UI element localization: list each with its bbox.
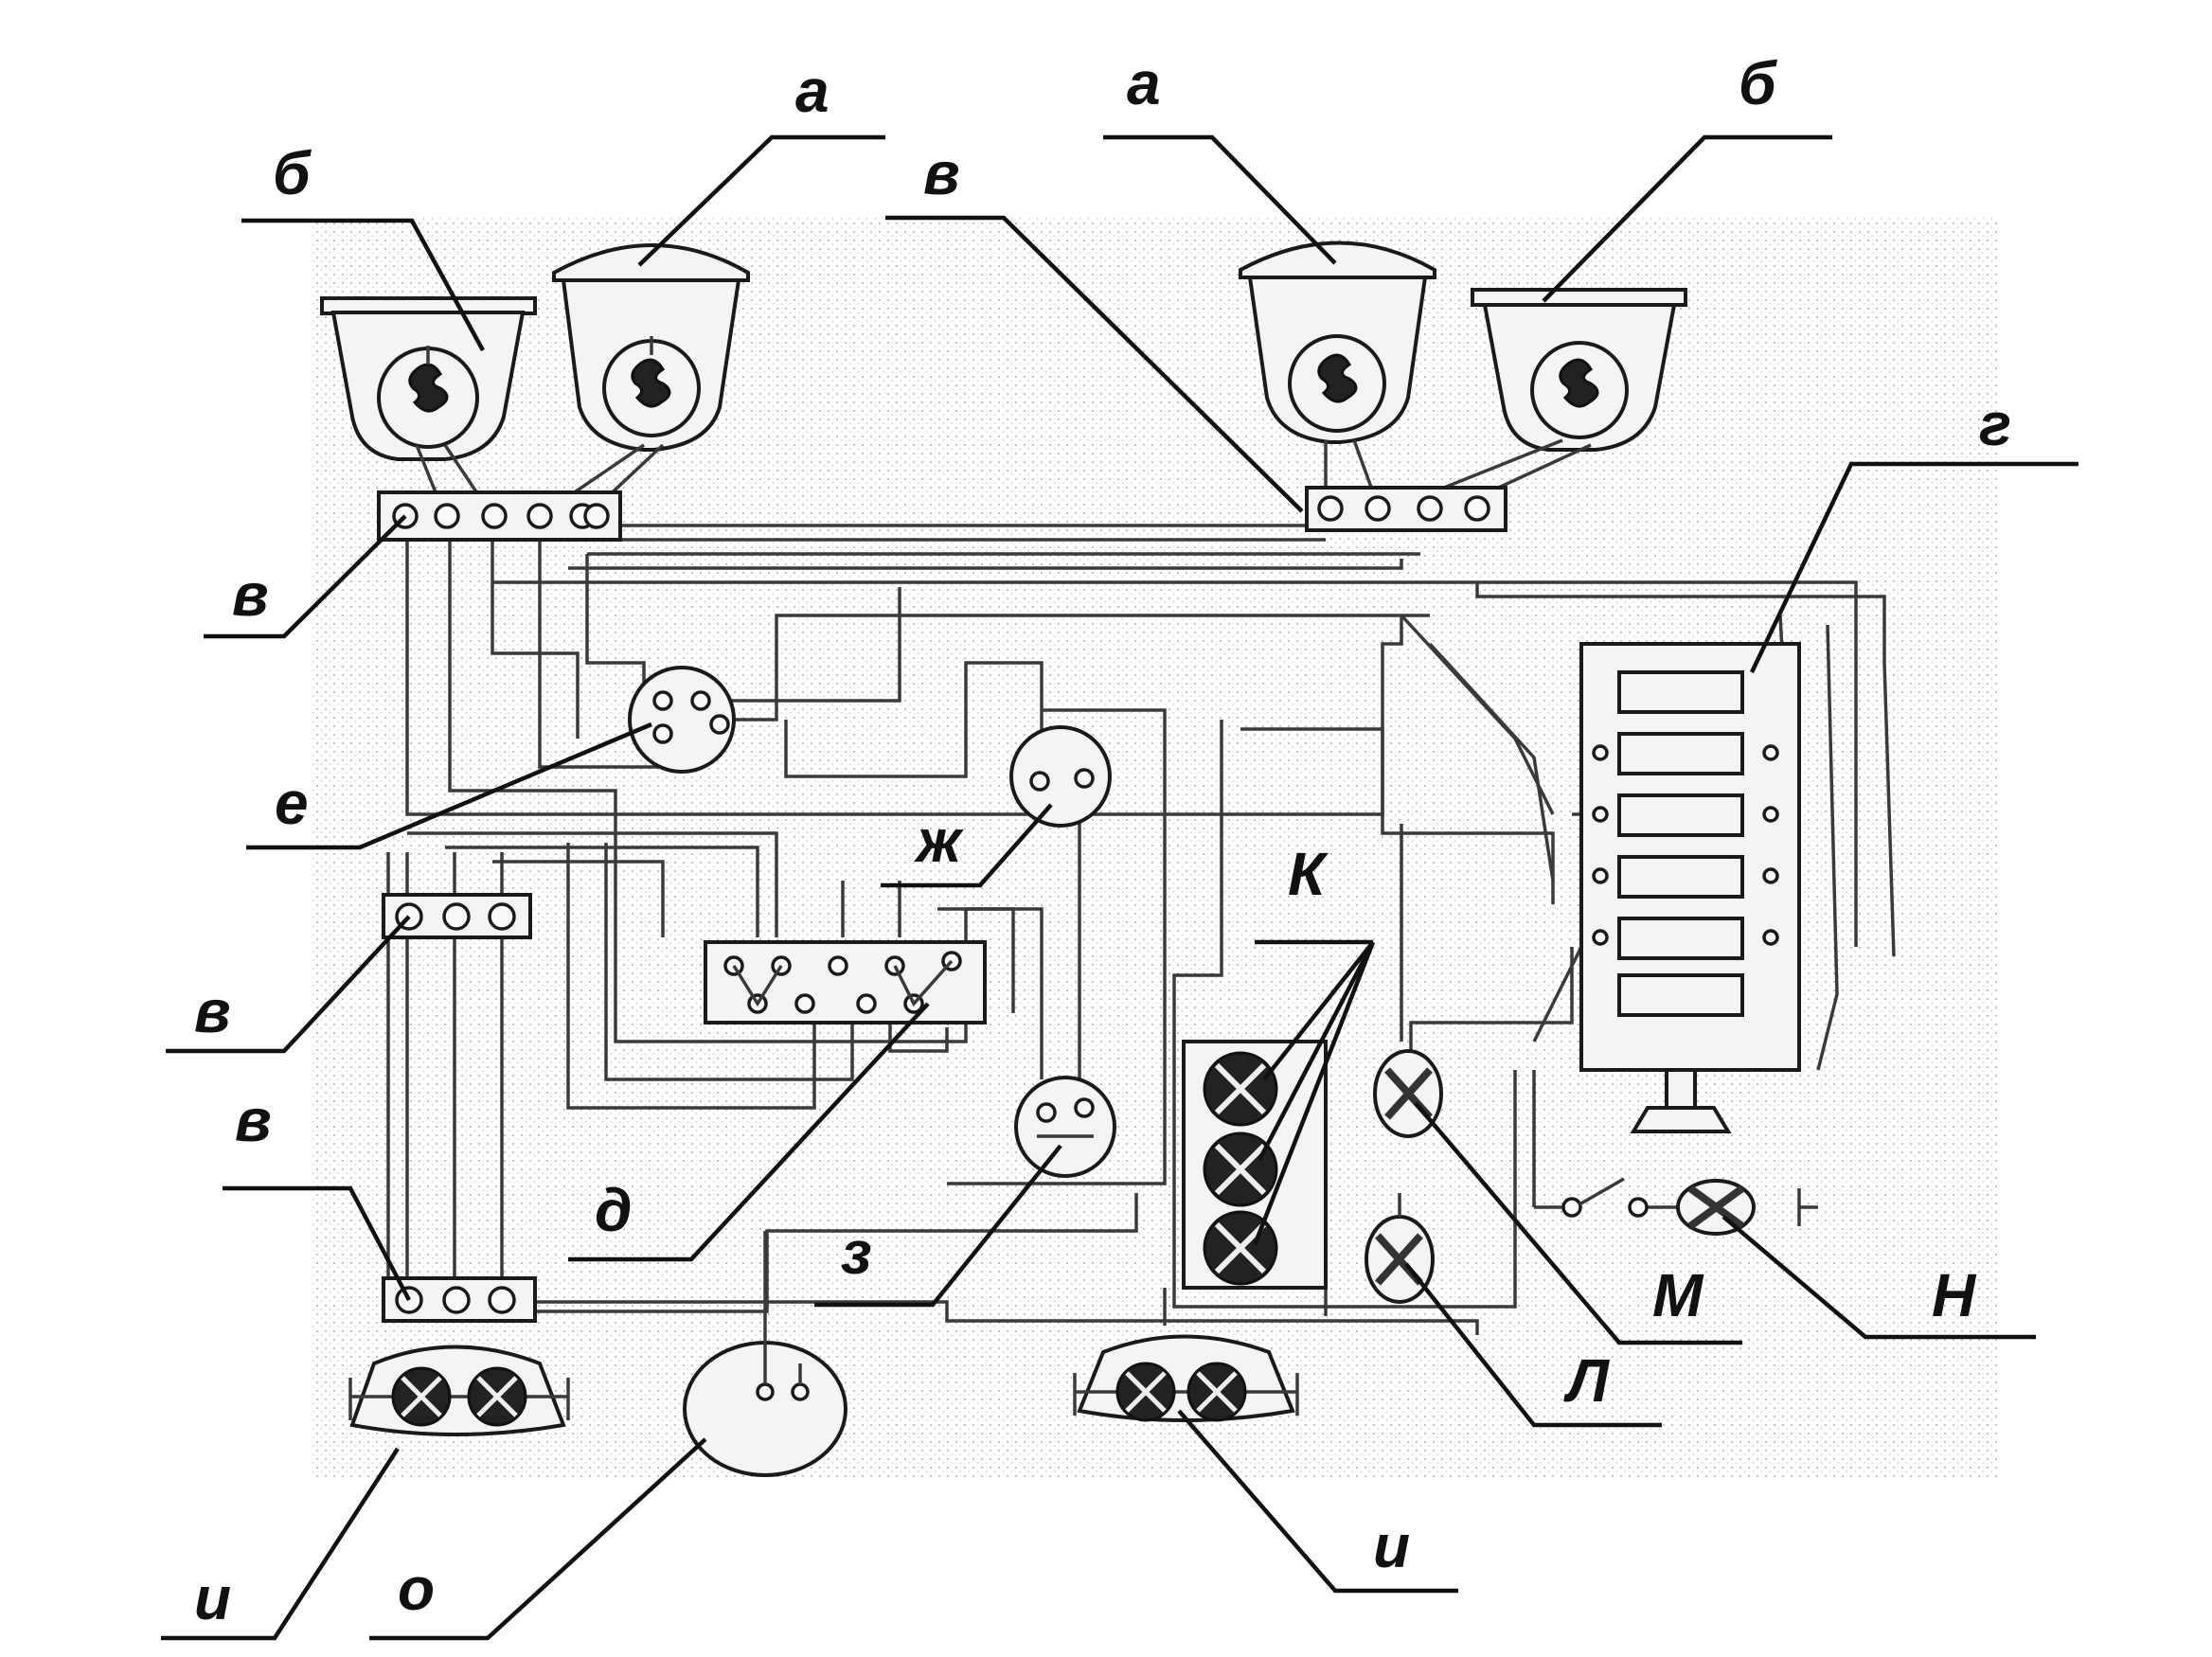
unit-o xyxy=(683,1231,847,1477)
label-l: Л xyxy=(1563,1346,1611,1415)
label-i-right: и xyxy=(1373,1512,1410,1580)
headlamp-b-right xyxy=(1471,288,1687,452)
label-i-left: и xyxy=(194,1564,231,1632)
label-z: з xyxy=(841,1219,872,1287)
label-a-right: а xyxy=(1127,49,1161,117)
label-o: о xyxy=(398,1555,435,1623)
terminal-block-upper-left xyxy=(377,490,622,542)
label-b-left: б xyxy=(273,139,312,207)
label-zh: ж xyxy=(914,807,964,875)
labels: б а а б в в г е ж К в в д з М Н Л и о и xyxy=(194,49,2011,1632)
terminal-block-lower-left xyxy=(382,1276,537,1323)
headlamp-a-right xyxy=(1239,241,1436,444)
switch-zh xyxy=(1009,725,1112,828)
terminal-block-mid-left xyxy=(382,893,532,939)
switch-z xyxy=(1014,1076,1116,1178)
label-g: г xyxy=(1979,390,2011,458)
label-v-lower-left: в xyxy=(235,1086,272,1154)
terminal-block-top-right xyxy=(1305,486,1507,532)
label-k: К xyxy=(1288,840,1329,908)
label-v-mid-left: в xyxy=(194,977,231,1045)
label-v-top-right: в xyxy=(923,139,960,207)
label-n: Н xyxy=(1932,1261,1977,1329)
switch-and-lamp-n xyxy=(1561,1177,1801,1236)
lamp-l xyxy=(1365,1193,1435,1304)
headlamp-b-left xyxy=(320,296,537,461)
label-b-right: б xyxy=(1739,49,1778,117)
label-e: е xyxy=(275,769,309,837)
fuse-box-g xyxy=(1579,642,1801,1133)
leader-lines xyxy=(161,134,2078,1641)
headlamp-a-left xyxy=(552,243,750,452)
rear-lamp-i-right xyxy=(1073,1334,1299,1422)
label-v-upper-left: в xyxy=(232,561,269,629)
rear-lamp-i-left xyxy=(348,1345,570,1436)
switch-d xyxy=(704,940,987,1024)
switch-e xyxy=(628,666,736,774)
label-a-left: а xyxy=(795,57,830,125)
label-d: д xyxy=(595,1176,633,1244)
indicator-lamp-bank-k xyxy=(1182,1040,1328,1290)
label-m: М xyxy=(1652,1261,1704,1329)
